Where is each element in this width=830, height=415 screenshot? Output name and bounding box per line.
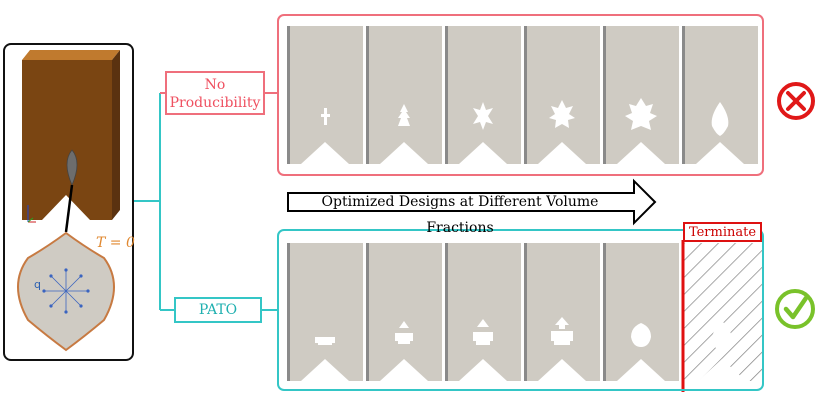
arrow-caption: Optimized Designs at Different Volume Fr… (321, 194, 599, 236)
flux-label: q (34, 278, 41, 291)
bottom-design-row (287, 240, 762, 392)
material-block (22, 50, 120, 223)
design-panel-top-6 (682, 26, 758, 164)
connector-lines (134, 92, 277, 311)
design-panel-top-5 (603, 26, 679, 164)
design-panel-top-2 (366, 26, 442, 164)
pato-results-box (277, 229, 764, 391)
no-producibility-label-line2: Producibility (169, 95, 261, 111)
no-producibility-label-line1: No (204, 77, 226, 93)
terminate-label: Terminate (683, 222, 762, 242)
temperature-label: T = 0 (96, 235, 135, 251)
check-circle-icon (775, 289, 815, 329)
volume-fraction-arrow (287, 178, 657, 226)
zoom-pointer-line (64, 184, 74, 233)
no-producibility-label: No Producibility (165, 71, 265, 115)
design-panel-bottom-2 (366, 243, 442, 381)
no-producibility-results-box (277, 14, 764, 176)
design-panel-bottom-4 (524, 243, 600, 381)
pato-label: PATO (174, 297, 262, 323)
terminated-design-panel (684, 243, 762, 381)
design-panel-top-1 (287, 26, 363, 164)
design-panel-bottom-1 (287, 243, 363, 381)
design-panel-top-3 (445, 26, 521, 164)
design-panel-bottom-3 (445, 243, 521, 381)
x-circle-icon (777, 82, 815, 120)
top-design-row (287, 26, 758, 164)
design-panel-bottom-5 (603, 243, 679, 381)
cavity-zoom (17, 231, 115, 352)
design-panel-top-4 (524, 26, 600, 164)
